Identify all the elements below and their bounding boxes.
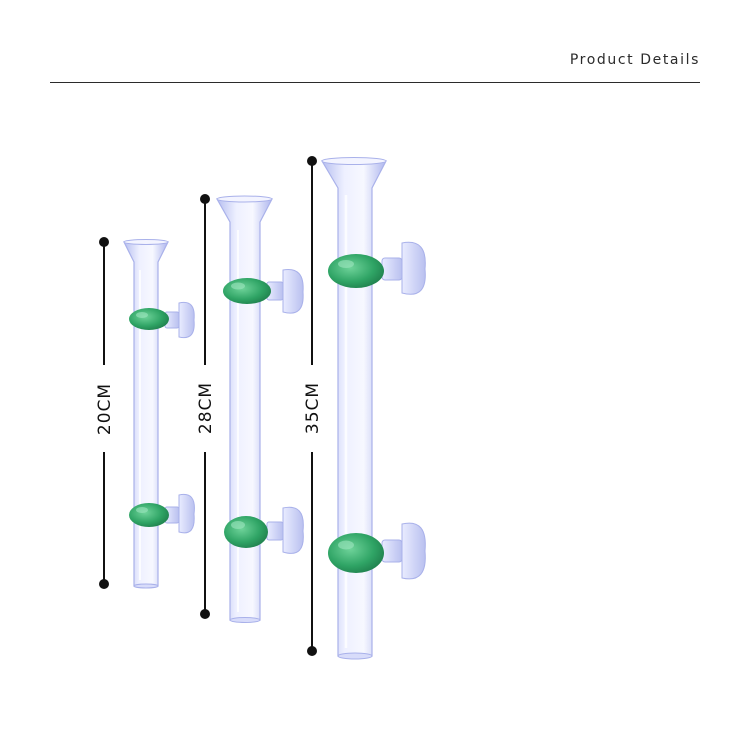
- dimension-20cm: 20CM: [95, 237, 115, 589]
- clear-tube-20cm: [123, 239, 169, 589]
- suction-clip-28cm-top: [223, 268, 304, 314]
- dimension-28cm: 28CM: [196, 194, 216, 619]
- suction-clip-20cm-top: [129, 301, 195, 339]
- clear-tube-28cm: [215, 195, 273, 623]
- length-label-28cm: 28CM: [196, 382, 216, 434]
- length-label-35cm: 35CM: [303, 382, 323, 434]
- length-label-20cm: 20CM: [95, 383, 115, 435]
- suction-clip-35cm-bottom: [328, 522, 426, 580]
- dimension-35cm: 35CM: [303, 156, 323, 656]
- clear-tube-35cm: [320, 157, 387, 660]
- page-title: Product Details: [569, 52, 700, 68]
- suction-clip-20cm-bottom: [129, 493, 195, 534]
- suction-clip-35cm-top: [328, 241, 426, 295]
- header-divider: [50, 82, 700, 83]
- suction-clip-28cm-bottom: [224, 506, 304, 554]
